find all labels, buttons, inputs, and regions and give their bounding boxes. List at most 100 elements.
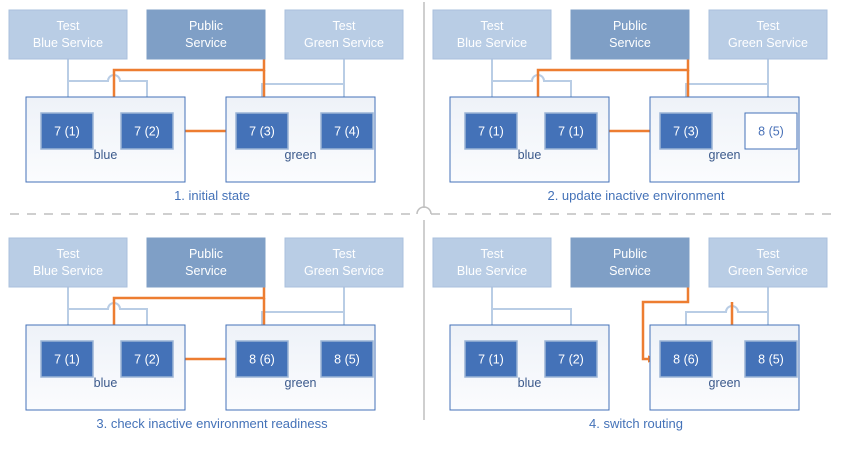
- panel-2-service-test-green-line2: Green Service: [728, 36, 808, 50]
- panel-2-service-test-blue-line2: Blue Service: [457, 36, 527, 50]
- panel-4-service-test-green-line1: Test: [757, 247, 780, 261]
- panel-3-env-blue-node-1-label: 7 (1): [54, 353, 80, 367]
- panel-3-service-test-green-box: [284, 237, 404, 288]
- panel-2-env-blue-label: blue: [518, 148, 542, 162]
- panel-2-service-test-green-line1: Test: [757, 19, 780, 33]
- panel-1-env-green-node-2-label: 7 (4): [334, 125, 360, 139]
- panel-4-service-public-line1: Public: [613, 247, 647, 261]
- panel-4-env-green-node-1-box: [659, 340, 713, 378]
- panel-2-caption: 2. update inactive environment: [547, 188, 724, 203]
- panel-2-env-green-node-1-label: 7 (3): [673, 125, 699, 139]
- panel-1-service-test-blue-line1: Test: [57, 19, 80, 33]
- panel-2-env-green-label: green: [709, 148, 741, 162]
- panel-3-env-green-node-2-box: [320, 340, 374, 378]
- panel-1-service-public-box: [146, 9, 266, 60]
- panel-4-service-public-box: [570, 237, 690, 288]
- panel-2-service-test-blue-box: [432, 9, 552, 60]
- panel-1-env-blue: 7 (1) 7 (2) blue: [25, 96, 186, 183]
- panel-1-service-test-green-box: [284, 9, 404, 60]
- panel-1-env-blue-node-2-box: [120, 112, 174, 150]
- panel-2-env-green: 7 (3) 8 (5) green: [649, 96, 800, 183]
- panel-1-env-green: 7 (3) 7 (4) green: [225, 96, 376, 183]
- panel-3-env-green-node-1-box: [235, 340, 289, 378]
- panel-4-env-green: 8 (6) 8 (5) green: [649, 324, 800, 411]
- connector-public-to-green-node1: [641, 287, 690, 363]
- panel-3-env-blue-node-1-box: [40, 340, 94, 378]
- panel-3-env-green-label: green: [285, 376, 317, 390]
- panel-4-service-test-blue-box: [432, 237, 552, 288]
- panel-3-env-blue-node-2-box: [120, 340, 174, 378]
- panel-4-env-green-node-2-box: [744, 340, 798, 378]
- panel-4-env-blue-node-1-label: 7 (1): [478, 353, 504, 367]
- panel-1-service-public-line1: Public: [189, 19, 223, 33]
- panel-1-env-blue-node-1-box: [40, 112, 94, 150]
- panel-3-caption: 3. check inactive environment readiness: [96, 416, 328, 431]
- panel-1-env-green-node-1-box: [235, 112, 289, 150]
- panel-4-service-test-green-line2: Green Service: [728, 264, 808, 278]
- panel-3-env-green-node-2-label: 8 (5): [334, 353, 360, 367]
- panel-4-env-blue-label: blue: [518, 376, 542, 390]
- panel-1-service-public-line2: Service: [185, 36, 227, 50]
- panel-4-env-blue-node-2-label: 7 (2): [558, 353, 584, 367]
- panel-4-service-test-blue-line1: Test: [481, 247, 504, 261]
- panel-1-env-blue-node-2-label: 7 (2): [134, 125, 160, 139]
- panel-3-env-blue-node-2-label: 7 (2): [134, 353, 160, 367]
- panel-1-caption: 1. initial state: [174, 188, 250, 203]
- panel-2-env-blue-node-2-box: [544, 112, 598, 150]
- panel-4-env-blue: 7 (1) 7 (2) blue: [449, 324, 610, 411]
- panel-2-service-test-green-box: [708, 9, 828, 60]
- panel-1-service-test-blue-box: [8, 9, 128, 60]
- panel-1-service-test-green-line2: Green Service: [304, 36, 384, 50]
- panel-4-env-blue-node-2-box: [544, 340, 598, 378]
- panel-1-env-blue-node-1-label: 7 (1): [54, 125, 80, 139]
- panel-3-service-test-green-line1: Test: [333, 247, 356, 261]
- panel-4-service-test-green-box: [708, 237, 828, 288]
- panel-3-service-public-line2: Service: [185, 264, 227, 278]
- panel-2-env-blue-node-2-label: 7 (1): [558, 125, 584, 139]
- panel-1-env-green-label: green: [285, 148, 317, 162]
- panel-2-env-green-node-2-box: [744, 112, 798, 150]
- panel-1-env-blue-label: blue: [94, 148, 118, 162]
- panel-4-env-green-node-1-label: 8 (6): [673, 353, 699, 367]
- panel-1-env-green-node-1-label: 7 (3): [249, 125, 275, 139]
- panel-3-service-test-blue-box: [8, 237, 128, 288]
- panel-3-service-test-green-line2: Green Service: [304, 264, 384, 278]
- panel-4-service-public-line2: Service: [609, 264, 651, 278]
- panel-3-service-public-box: [146, 237, 266, 288]
- panel-3-service-test-blue-line2: Blue Service: [33, 264, 103, 278]
- panel-3-service-test-blue-line1: Test: [57, 247, 80, 261]
- panel-2-env-green-node-2-label: 8 (5): [758, 125, 784, 139]
- panel-2-service-public-box: [570, 9, 690, 60]
- panel-2-service-public-line1: Public: [613, 19, 647, 33]
- panel-2-service-test-blue-line1: Test: [481, 19, 504, 33]
- panel-4-service-test-blue-line2: Blue Service: [457, 264, 527, 278]
- panel-4-env-green-label: green: [709, 376, 741, 390]
- panel-1-service-test-blue-line2: Blue Service: [33, 36, 103, 50]
- panel-3-env-blue: 7 (1) 7 (2) blue: [25, 324, 186, 411]
- panel-2-env-blue: 7 (1)7 (1)blue: [449, 96, 610, 183]
- panel-1-service-test-green-line1: Test: [333, 19, 356, 33]
- panel-4-env-green-node-2-label: 8 (5): [758, 353, 784, 367]
- panel-4-env-blue-node-1-box: [464, 340, 518, 378]
- panel-3-env-blue-label: blue: [94, 376, 118, 390]
- divider-jump-arc: [416, 206, 432, 215]
- panel-3-env-green-node-1-label: 8 (6): [249, 353, 275, 367]
